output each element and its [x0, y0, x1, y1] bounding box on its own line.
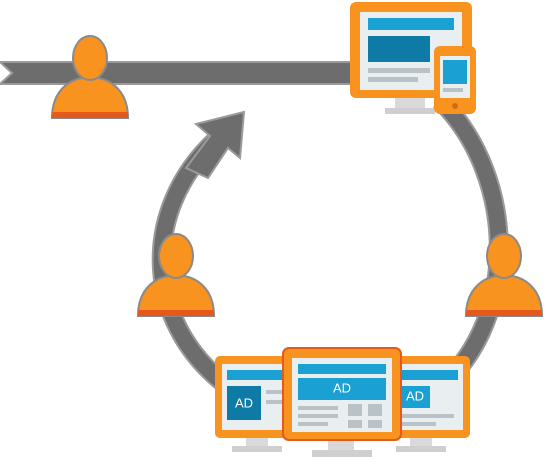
person-icon	[465, 233, 543, 317]
smartphone-icon	[434, 46, 476, 114]
arrow-head-icon	[184, 110, 246, 180]
person-icon	[137, 233, 215, 317]
ad-label-right: AD	[406, 388, 424, 403]
ad-label-left: AD	[235, 395, 253, 410]
ad-monitor-center: AD	[282, 347, 402, 457]
ad-monitor-right: AD	[384, 356, 470, 452]
horizontal-track	[0, 61, 361, 85]
ad-monitor-left: AD	[215, 356, 299, 452]
ad-label-center: AD	[333, 380, 351, 395]
